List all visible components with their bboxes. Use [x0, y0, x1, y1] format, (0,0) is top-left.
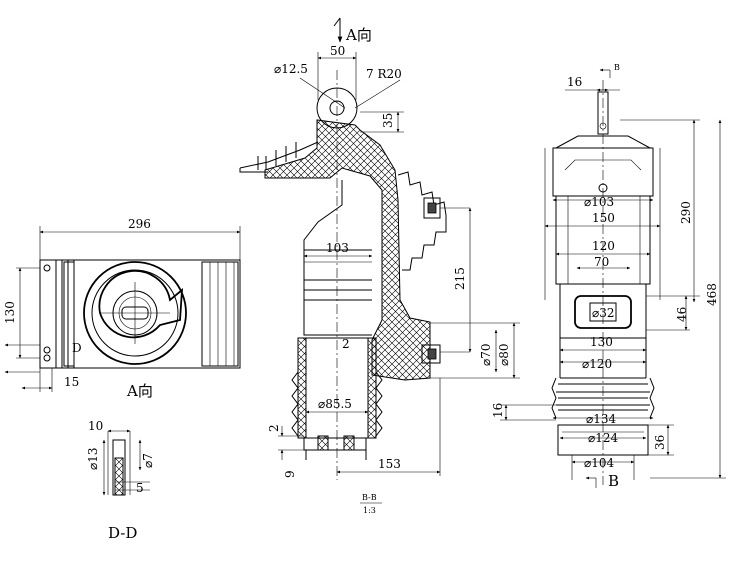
front-view: B 16 ⌀103 150 120 70: [491, 63, 726, 490]
dim-36: 36: [653, 435, 667, 450]
dim-9: 9: [283, 470, 297, 478]
dim-d85-5: ⌀85.5: [318, 397, 352, 411]
section-bb-scale: 1:3: [363, 506, 376, 515]
dim-290: 290: [679, 201, 693, 224]
dim-50: 50: [330, 44, 345, 58]
dim-10: 10: [88, 419, 103, 433]
dim-r20: 7 R20: [366, 67, 402, 81]
dim-15: 15: [64, 375, 79, 389]
section-view: A向 50 ⌀12.5 7 R20 35: [239, 17, 520, 515]
section-arrow-label: A向: [345, 26, 372, 44]
dim-2-bottom: 2: [267, 424, 281, 432]
dim-35: 35: [381, 113, 395, 128]
dim-468: 468: [705, 283, 719, 306]
dim-103: 103: [326, 241, 349, 255]
dim-d13: ⌀13: [86, 448, 100, 471]
dim-d32: ⌀32: [592, 306, 615, 320]
dim-130-front: 130: [590, 335, 613, 349]
dim-d80: ⌀80: [497, 344, 511, 367]
marker-b-bottom: B: [608, 472, 619, 490]
dim-d104: ⌀104: [584, 456, 614, 470]
dim-70: 70: [594, 255, 609, 269]
detail-dd-title: D-D: [108, 524, 137, 542]
dim-d120: ⌀120: [582, 357, 612, 371]
dim-d134: ⌀134: [586, 412, 616, 426]
dim-130: 130: [3, 301, 17, 324]
top-view: 296 D 130: [3, 217, 241, 400]
dim-2-inner: 2: [342, 337, 350, 351]
dim-d103: ⌀103: [584, 195, 614, 209]
dim-120: 120: [592, 239, 615, 253]
dim-153: 153: [378, 457, 401, 471]
dim-d70: ⌀70: [479, 344, 493, 367]
marker-d: D: [72, 341, 82, 355]
dim-150: 150: [592, 211, 615, 225]
dim-16-top: 16: [567, 75, 582, 89]
dim-296: 296: [128, 217, 151, 231]
dim-d7: ⌀7: [141, 453, 155, 468]
marker-b-top: B: [614, 63, 620, 72]
dim-5: 5: [136, 481, 144, 495]
dim-215: 215: [453, 267, 467, 290]
section-bb-title: B-B: [362, 493, 377, 502]
dim-d124: ⌀124: [588, 431, 618, 445]
dim-16-side: 16: [491, 403, 505, 418]
dim-d12-5: ⌀12.5: [274, 62, 308, 76]
view-title-a: A向: [126, 382, 153, 400]
detail-dd: 10 ⌀13 ⌀7 5 D-D: [86, 419, 155, 542]
dim-46: 46: [675, 307, 689, 322]
